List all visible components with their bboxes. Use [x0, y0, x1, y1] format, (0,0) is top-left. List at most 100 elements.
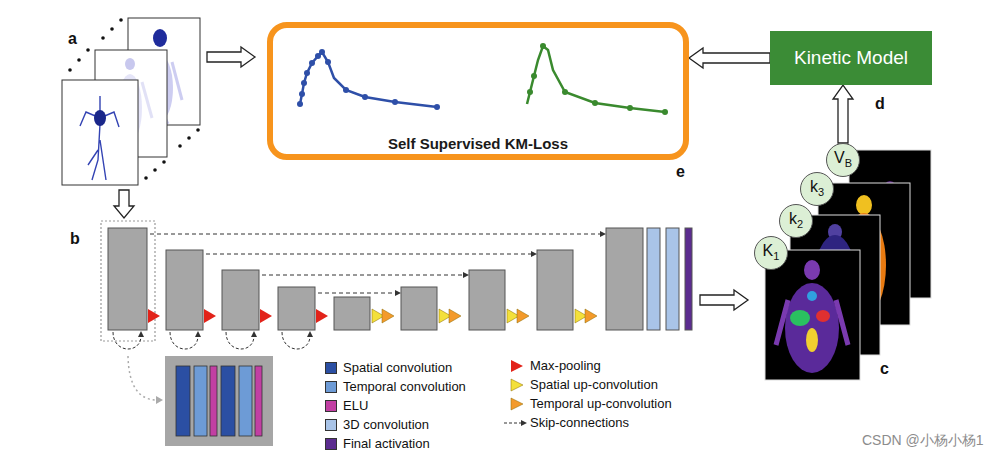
skip-connection-head — [463, 272, 469, 278]
loss-box: Self Supervised KM-Loss — [267, 22, 689, 160]
block-detail — [176, 366, 262, 436]
tac-curve-blue — [297, 49, 440, 110]
parameter-circle: k2 — [779, 204, 813, 238]
legend-text: 3D convolution — [343, 417, 429, 433]
legend-entry: Spatial up-convolution — [530, 377, 658, 393]
detail-frame — [101, 221, 155, 341]
dynamic-pet-frames — [77, 58, 81, 62]
tac-curve-green — [662, 109, 668, 115]
legend-text: Skip-connections — [530, 415, 629, 431]
recurrent-loop — [282, 332, 310, 349]
callout-letter: c — [880, 360, 889, 378]
hollow-arrow — [833, 85, 853, 143]
legend-text: Final activation — [343, 436, 430, 452]
skip-connection — [318, 293, 395, 294]
legend-text: Spatial convolution — [343, 360, 452, 376]
callout-letter: e — [676, 163, 685, 181]
tac-curve-blue — [309, 60, 315, 66]
legend-entry: ELU — [343, 398, 368, 414]
skip-connection-head — [531, 251, 537, 257]
tac-curve-blue — [300, 52, 437, 107]
max-pooling-symbol — [148, 309, 328, 323]
callout-letter-text: c — [880, 360, 889, 378]
recurrent-loop-head — [251, 331, 257, 337]
dynamic-pet-frames — [196, 128, 200, 132]
unet-blocks — [537, 250, 573, 330]
up-convolution-symbol — [449, 309, 461, 323]
tac-curve-blue — [304, 70, 310, 76]
block-detail — [194, 366, 207, 436]
skip-connection — [150, 234, 600, 235]
up-convolution-symbol — [382, 309, 394, 323]
detail-leader — [128, 356, 157, 400]
dynamic-pet-frames — [144, 176, 148, 180]
dynamic-pet-frames — [62, 18, 200, 185]
unet-blocks — [334, 297, 370, 330]
parametric-images — [765, 250, 860, 380]
output-layers — [647, 228, 660, 330]
tac-curve-blue — [343, 87, 349, 93]
legend-swatch — [325, 419, 337, 431]
hollow-arrow — [700, 290, 748, 310]
recurrent-loop — [113, 332, 141, 349]
recurrent-loop-head — [138, 331, 313, 337]
hollow-arrow — [114, 190, 134, 218]
max-pooling-symbol — [204, 309, 216, 323]
block-detail — [239, 366, 252, 436]
dynamic-pet-frames — [162, 160, 166, 164]
legend-text: Temporal up-convolution — [530, 396, 672, 412]
legend-entry: 3D convolution — [343, 417, 429, 433]
dynamic-pet-frames — [80, 96, 119, 180]
parametric-images — [790, 310, 810, 326]
skip-connection — [262, 275, 463, 276]
unet-blocks — [606, 228, 643, 330]
legend-text: Temporal convolution — [343, 379, 466, 395]
legend-skip-head — [521, 420, 527, 426]
legend-entry: Temporal up-convolution — [530, 396, 672, 412]
output-layers — [685, 228, 692, 330]
recurrent-loop-head — [195, 331, 201, 337]
dynamic-pet-frames — [119, 18, 123, 22]
dynamic-pet-frames — [110, 27, 114, 31]
tac-curve-blue — [325, 59, 331, 65]
legend-text: ELU — [343, 398, 368, 414]
legend-swatch — [325, 400, 337, 412]
tac-curve-blue — [301, 80, 307, 86]
parameter-circle: k3 — [800, 172, 834, 206]
parametric-images — [765, 150, 931, 380]
block-detail — [221, 366, 235, 436]
unet-blocks — [222, 270, 259, 330]
parametric-images — [807, 291, 817, 301]
callout-letter: b — [70, 230, 80, 248]
parametric-images — [804, 260, 820, 280]
skip-connection-head — [600, 231, 606, 237]
unet-blocks — [108, 228, 147, 330]
tac-curve-green — [540, 43, 546, 49]
watermark-text: CSDN @小杨小杨1 — [862, 432, 984, 450]
dynamic-pet-frames — [68, 18, 200, 180]
node-text: Self Supervised KM-Loss — [384, 135, 572, 152]
node-text: Kinetic Model — [794, 47, 908, 69]
dynamic-pet-frames — [94, 110, 106, 126]
tac-curve-green — [527, 46, 665, 112]
callout-letter-text: e — [676, 163, 685, 181]
detail-leader-head — [156, 396, 163, 404]
dynamic-pet-frames — [187, 136, 191, 140]
dynamic-pet-frames — [62, 80, 138, 185]
legend-temporal-up — [511, 398, 523, 410]
tac-curve-blue — [297, 49, 440, 110]
up-convolution-symbol — [585, 309, 597, 323]
process-box: Kinetic Model — [770, 31, 932, 85]
parametric-images — [856, 195, 872, 215]
max-pooling-symbol — [148, 309, 160, 323]
parametric-images — [806, 328, 818, 352]
hollow-arrow — [207, 47, 255, 67]
max-pooling-symbol — [316, 309, 328, 323]
dynamic-pet-frames — [68, 68, 72, 72]
tac-curve-green — [527, 43, 668, 115]
tac-curve-green — [627, 105, 633, 111]
recurrent-loop-head — [138, 331, 144, 337]
block-detail — [165, 356, 273, 446]
